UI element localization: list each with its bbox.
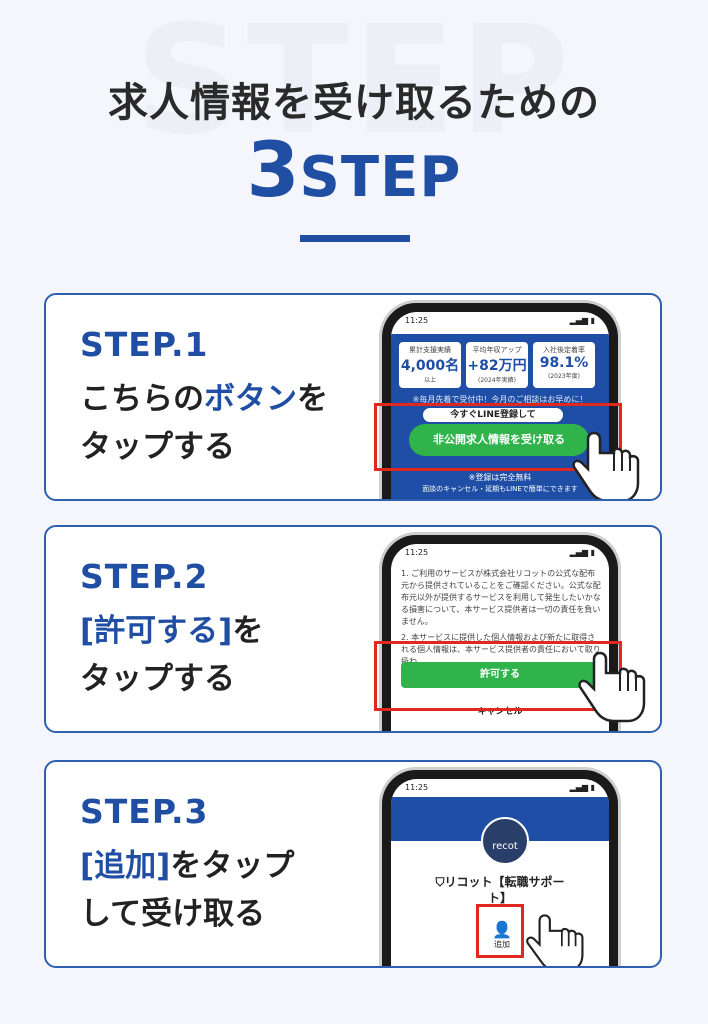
stat-title: 累計支援実績 (409, 346, 451, 354)
step2-card: STEP.2 [許可する]を タップする 11:25 ▂▄▆ ▮ 1. ご利用の… (44, 525, 662, 733)
step-title: 3STEP (0, 132, 708, 208)
terms-paragraph: 2. 本サービスに提供した個人情報および新たに取得される個人情報は、本サービス提… (401, 633, 601, 666)
step1-phone: 11:25 ▂▄▆ ▮ 累計支援実績 4,000名 以上 平均年収アップ +82… (382, 303, 618, 499)
step2-label: STEP.2 (80, 557, 209, 596)
step3-phone: 11:25 ▂▄▆ ▮ recot ⛉リコット【転職サポー ト】 👤 追加 (382, 770, 618, 966)
step2-text-highlight: [許可する] (80, 613, 233, 649)
account-name: ⛉リコット【転職サポー (391, 873, 609, 890)
step2-phone-screen: 11:25 ▂▄▆ ▮ 1. ご利用のサービスが株式会社リコットの公式な配布元か… (391, 544, 609, 731)
step1-description: こちらのボタンを タップする (80, 375, 328, 471)
terms-paragraph: 1. ご利用のサービスが株式会社リコットの公式な配布元から提供されていることをご… (401, 569, 601, 626)
step-count: 3 (246, 125, 300, 214)
background-watermark: STEP (134, 0, 574, 168)
phone-time: 11:25 (405, 316, 429, 325)
step1-text-pre: こちらの (80, 381, 204, 417)
step2-text-post: を (232, 613, 264, 649)
step2-description: [許可する]を タップする (80, 607, 263, 703)
stat-sub: (2023年度) (548, 373, 580, 380)
phone-time: 11:25 (405, 783, 429, 792)
cancel-note: 面談のキャンセル・延期もLINEで簡単にできます (422, 485, 578, 493)
step1-text-line2: タップする (80, 429, 235, 465)
stat-value: 98.1% (539, 355, 589, 371)
stat-title: 平均年収アップ (472, 346, 522, 354)
step3-text-post: をタップ (170, 848, 295, 884)
signal-icon: ▂▄▆ ▮ (569, 783, 595, 792)
stat-box: 平均年収アップ +82万円 (2024年実績) (466, 342, 528, 388)
tap-hand-icon (572, 431, 640, 499)
step1-text-highlight: ボタン (204, 381, 297, 417)
allow-button[interactable]: 許可する (401, 662, 599, 688)
step1-card: STEP.1 こちらのボタンを タップする 11:25 ▂▄▆ ▮ 累計支援実績… (44, 293, 662, 501)
account-name-line1: リコット【転職サポー (444, 875, 565, 889)
stat-sub: 以上 (423, 377, 436, 384)
add-user-icon: 👤 (492, 920, 512, 939)
cancel-button[interactable]: キャンセル (477, 707, 523, 717)
step3-card: STEP.3 [追加]をタップ して受け取る 11:25 ▂▄▆ ▮ recot… (44, 760, 662, 968)
account-name-line2: ト】 (487, 891, 512, 905)
step1-text-post: を (297, 381, 328, 417)
recot-logo: recot (481, 817, 529, 865)
step3-text-highlight: [追加] (80, 848, 171, 884)
step3-text-line2: して受け取る (80, 896, 266, 932)
receive-jobs-button[interactable]: 非公開求人情報を受け取る (409, 424, 589, 456)
stat-box: 累計支援実績 4,000名 以上 (399, 342, 461, 388)
step1-label: STEP.1 (80, 325, 209, 364)
step3-description: [追加]をタップ して受け取る (80, 842, 294, 938)
line-register-pill: 今すぐLINE登録して (423, 408, 563, 422)
stat-value: +82万円 (467, 358, 527, 374)
highlight-frame (374, 403, 622, 471)
terms-text: 1. ご利用のサービスが株式会社リコットの公式な配布元から提供されていることをご… (401, 568, 601, 668)
add-label: 追加 (494, 940, 510, 949)
tap-hand-icon (526, 914, 584, 966)
highlight-frame (476, 904, 524, 958)
stat-title: 入社後定着率 (543, 346, 585, 354)
signal-icon: ▂▄▆ ▮ (569, 548, 595, 557)
shield-icon: ⛉ (435, 875, 445, 889)
phone-time: 11:25 (405, 548, 429, 557)
step2-phone: 11:25 ▂▄▆ ▮ 1. ご利用のサービスが株式会社リコットの公式な配布元か… (382, 535, 618, 731)
page-headline: 求人情報を受け取るための (108, 80, 600, 126)
step3-label: STEP.3 (80, 792, 209, 831)
stat-sub: (2024年実績) (478, 377, 516, 384)
ticker-text: ※毎月先着で受付中！今月のご相談はお早めに！ (412, 395, 588, 404)
stat-box: 入社後定着率 98.1% (2023年度) (533, 342, 595, 388)
step2-text-line2: タップする (80, 661, 235, 697)
step-word: STEP (299, 145, 462, 210)
step3-phone-screen: 11:25 ▂▄▆ ▮ recot ⛉リコット【転職サポー ト】 👤 追加 (391, 779, 609, 966)
title-underline (300, 235, 410, 242)
signal-icon: ▂▄▆ ▮ (569, 316, 595, 325)
stat-value: 4,000名 (400, 358, 460, 374)
free-note: ※登録は完全無料 (468, 473, 532, 482)
tap-hand-icon (578, 651, 646, 723)
add-friend-button[interactable]: 👤 追加 (487, 921, 517, 950)
